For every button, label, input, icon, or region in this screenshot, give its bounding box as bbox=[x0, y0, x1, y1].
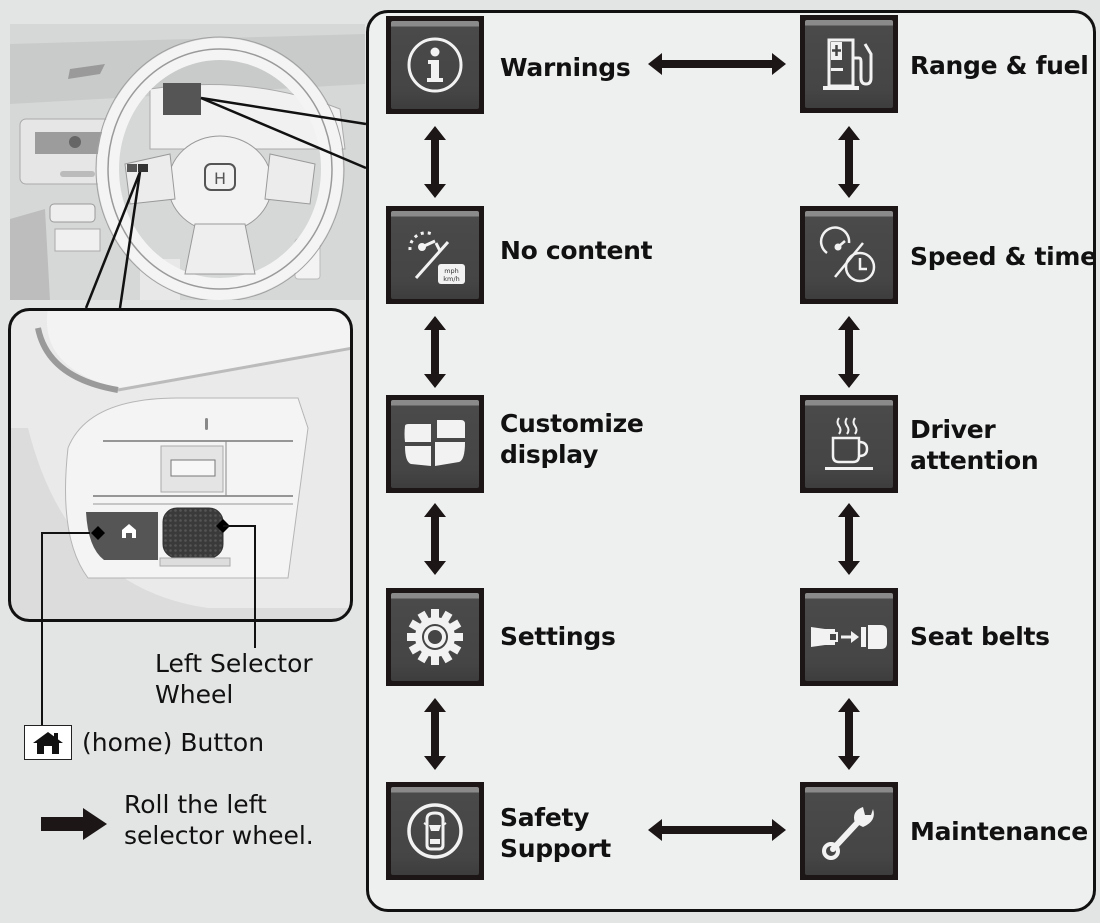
arrow-seatbelts-maintenance bbox=[838, 698, 860, 770]
menu-tile-customize-display[interactable] bbox=[386, 395, 484, 493]
arrow-range-speed bbox=[838, 126, 860, 198]
label-maintenance: Maintenance bbox=[910, 817, 1088, 846]
arrow-warnings-nocontent bbox=[424, 126, 446, 198]
label-no-content: No content bbox=[500, 236, 653, 265]
legend-leader-lines bbox=[41, 525, 256, 725]
menu-tile-seat-belts[interactable] bbox=[800, 588, 898, 686]
arrow-warnings-range bbox=[648, 53, 786, 75]
seat-belt-icon bbox=[811, 625, 887, 649]
speed-clock-icon bbox=[819, 226, 876, 283]
menu-tile-speed-time[interactable] bbox=[800, 206, 898, 304]
menu-tile-range-fuel[interactable] bbox=[800, 15, 898, 113]
svg-text:H: H bbox=[214, 169, 226, 188]
steering-switch-closeup bbox=[8, 308, 353, 622]
gear-icon bbox=[407, 609, 463, 665]
info-icon bbox=[407, 37, 463, 93]
arrow-driver-seatbelts bbox=[838, 503, 860, 575]
label-line: Safety bbox=[500, 803, 590, 832]
label-settings: Settings bbox=[500, 622, 616, 651]
coffee-cup-icon bbox=[825, 417, 873, 470]
label-speed-time: Speed & time bbox=[910, 242, 1097, 271]
arrow-safety-maintenance bbox=[648, 819, 786, 841]
label-seat-belts: Seat belts bbox=[910, 622, 1050, 651]
arrow-settings-safety bbox=[424, 698, 446, 770]
home-button-label: (home) Button bbox=[82, 728, 265, 757]
menu-tile-safety-support[interactable] bbox=[386, 782, 484, 880]
label-line: Support bbox=[500, 834, 611, 863]
home-icon bbox=[33, 731, 63, 754]
label-line: Driver bbox=[910, 415, 996, 444]
left-selector-wheel-label: Left Selector Wheel bbox=[155, 648, 313, 710]
roll-instruction-label: Roll the left selector wheel. bbox=[124, 789, 314, 851]
legend-line: Left Selector bbox=[155, 649, 313, 678]
arrow-customize-settings bbox=[424, 503, 446, 575]
car-safety-icon bbox=[407, 803, 463, 859]
arrow-speed-driver bbox=[838, 316, 860, 388]
label-line: display bbox=[500, 440, 599, 469]
display-layout-icon bbox=[404, 420, 465, 466]
home-legend-icon-box bbox=[24, 725, 72, 760]
display-highlight bbox=[163, 83, 201, 115]
label-range-fuel: Range & fuel bbox=[910, 51, 1089, 80]
wrench-icon bbox=[822, 807, 874, 860]
legend-line: selector wheel. bbox=[124, 821, 314, 850]
menu-tile-driver-attention[interactable] bbox=[800, 395, 898, 493]
label-line: attention bbox=[910, 446, 1039, 475]
label-driver-attention: Driver attention bbox=[910, 414, 1039, 476]
svg-text:mph: mph bbox=[444, 267, 459, 275]
menu-tile-settings[interactable] bbox=[386, 588, 484, 686]
legend-line: Wheel bbox=[155, 680, 234, 709]
label-line: Customize bbox=[500, 409, 644, 438]
label-safety-support: Safety Support bbox=[500, 802, 611, 864]
svg-text:km/h: km/h bbox=[443, 275, 459, 283]
legend-line: Roll the left bbox=[124, 790, 267, 819]
fuel-pump-icon bbox=[823, 38, 873, 90]
speedometer-unit-icon: mph km/h bbox=[408, 231, 465, 284]
arrow-nocontent-customize bbox=[424, 316, 446, 388]
menu-tile-maintenance[interactable] bbox=[800, 782, 898, 880]
roll-right-arrow-icon bbox=[41, 808, 107, 840]
callout-lines bbox=[84, 96, 367, 309]
label-warnings: Warnings bbox=[500, 53, 631, 82]
menu-tile-warnings[interactable] bbox=[386, 16, 484, 114]
label-customize-display: Customize display bbox=[500, 408, 644, 470]
menu-tile-no-content[interactable]: mph km/h bbox=[386, 206, 484, 304]
menu-flow-panel bbox=[366, 10, 1096, 912]
home-icon bbox=[122, 524, 136, 538]
